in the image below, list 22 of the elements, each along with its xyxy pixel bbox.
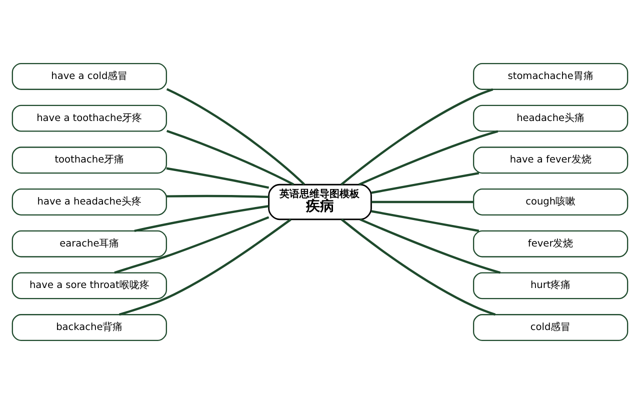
node-box: have a fever发烧 (473, 146, 628, 174)
node-box: cold感冒 (473, 314, 628, 341)
connector (166, 129, 294, 186)
connector (166, 166, 270, 188)
node-box: backache背痛 (12, 314, 167, 341)
node-box: have a toothache牙疼 (12, 104, 167, 132)
connector (371, 172, 480, 194)
connector (166, 88, 305, 185)
node-box: 英语思维导图模板 疾病 (268, 183, 372, 220)
node-box: headache头痛 (473, 104, 628, 132)
node-box: have a cold感冒 (12, 62, 167, 90)
node-box: have a headache头疼 (12, 188, 167, 215)
connector (371, 200, 474, 203)
connector (371, 210, 480, 232)
node-box: earache耳痛 (12, 230, 167, 257)
node-box: stomachache胃痛 (473, 62, 628, 90)
node-box: cough咳嗽 (473, 188, 628, 215)
node-box: hurt疼痛 (473, 272, 628, 299)
node-box: toothache牙痛 (12, 146, 167, 174)
node-box: have a sore throat喉咙疼 (12, 272, 167, 299)
connector (166, 194, 269, 198)
node-box: fever发烧 (473, 230, 628, 257)
